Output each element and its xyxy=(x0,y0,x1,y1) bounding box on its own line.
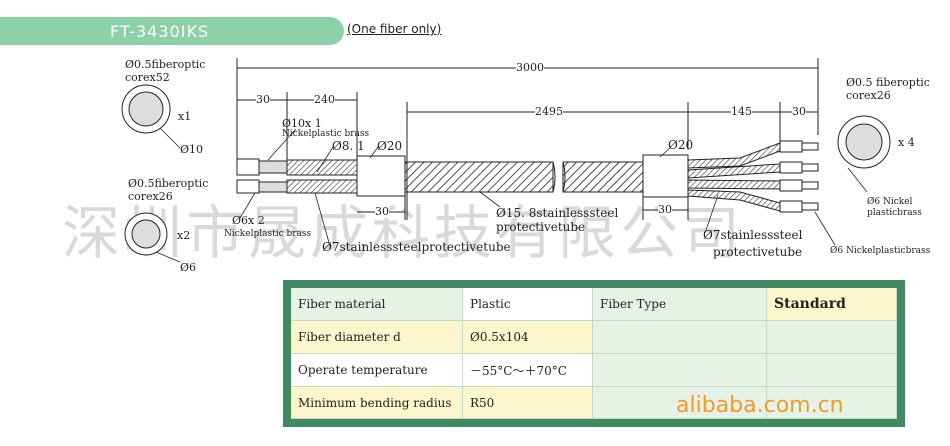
fiber-type-empty-4 xyxy=(767,354,897,387)
core26-label-2: corex26 xyxy=(128,190,173,203)
x4-label: x 4 xyxy=(898,136,915,149)
row3-value: －55°C～＋70°C xyxy=(463,354,593,387)
d10x1-label-2: Nickelplastic brass xyxy=(282,129,370,139)
right-core-label-2: corex26 xyxy=(846,89,891,102)
page-title: FT-3430IKS xyxy=(110,21,210,41)
row1-label: Fiber material xyxy=(291,288,463,321)
dim-145: 145 xyxy=(731,105,752,118)
d10-label: Ø10 xyxy=(180,143,204,156)
nickel-brass-label: Nickelplastic brass xyxy=(224,229,312,239)
d6-nickel-right-label: Ø6 Nickelplasticbrass xyxy=(830,246,931,256)
fiber-type-value: Standard xyxy=(767,288,897,321)
row2-value: Ø0.5x104 xyxy=(463,321,593,354)
fiber-type-empty-3 xyxy=(593,354,767,387)
brand-watermark: alibaba.com.cn xyxy=(676,393,844,418)
dim-240: 240 xyxy=(314,93,335,106)
tube7-right-label-1: Ø7stainlesssteel xyxy=(703,228,803,242)
row4-value: R50 xyxy=(463,387,593,419)
core52-label-1: Ø0.5fiberoptic xyxy=(125,58,206,71)
title-banner: FT-3430IKS xyxy=(0,17,344,45)
tube7-left-label: Ø7stainlesssteelprotectivetube xyxy=(322,240,511,254)
d10x1-label-1: Ø10x 1 xyxy=(282,117,322,130)
tube7-right-label-2: protectivetube xyxy=(713,245,803,259)
d6-label: Ø6 xyxy=(180,261,197,274)
dim-30-left: 30 xyxy=(256,93,270,106)
fiber-type-empty-6 xyxy=(767,387,897,419)
spec-table: Fiber material Plastic Fiber diameter d … xyxy=(283,280,905,427)
d8-1-label: Ø8. 1 xyxy=(332,139,365,153)
d6x2-label: Ø6x 2 xyxy=(232,214,265,227)
right-d6-label-1: Ø6 Nickel xyxy=(867,197,913,207)
row4-label: Minimum bending radius xyxy=(291,387,463,419)
fiber-type-empty-2 xyxy=(767,321,897,354)
fiber-type-empty-1 xyxy=(593,321,767,354)
dim-2495: 2495 xyxy=(535,105,563,118)
x1-label: x1 xyxy=(178,110,192,123)
d20-right-label: Ø20 xyxy=(668,138,694,152)
d20-left-label: Ø20 xyxy=(377,139,403,153)
tube15-label-2: protectivetube xyxy=(496,220,586,234)
fiber-type-empty-5 xyxy=(593,387,767,419)
core52-label-2: corex52 xyxy=(125,71,170,84)
row3-label: Operate temperature xyxy=(291,354,463,387)
dim-overall: 3000 xyxy=(516,61,544,74)
fiber-type-label: Fiber Type xyxy=(593,288,767,321)
core26-label-1: Ø0.5fiberoptic xyxy=(128,177,209,190)
dim-30-mid2: 30 xyxy=(658,203,672,216)
right-core-label-1: Ø0.5 fiberoptic xyxy=(846,76,930,89)
dim-30-right: 30 xyxy=(792,105,806,118)
tube15-label-1: Ø15. 8stainlesssteel xyxy=(496,206,619,220)
subtitle: (One fiber only) xyxy=(347,22,442,36)
watermark: 深圳市晟成科技有限公司 xyxy=(62,199,745,267)
dim-30-mid: 30 xyxy=(375,205,389,218)
x2-label: x2 xyxy=(177,229,191,242)
row1-value: Plastic xyxy=(463,288,593,321)
row2-label: Fiber diameter d xyxy=(291,321,463,354)
right-d6-label-2: plasticbrass xyxy=(867,208,922,218)
